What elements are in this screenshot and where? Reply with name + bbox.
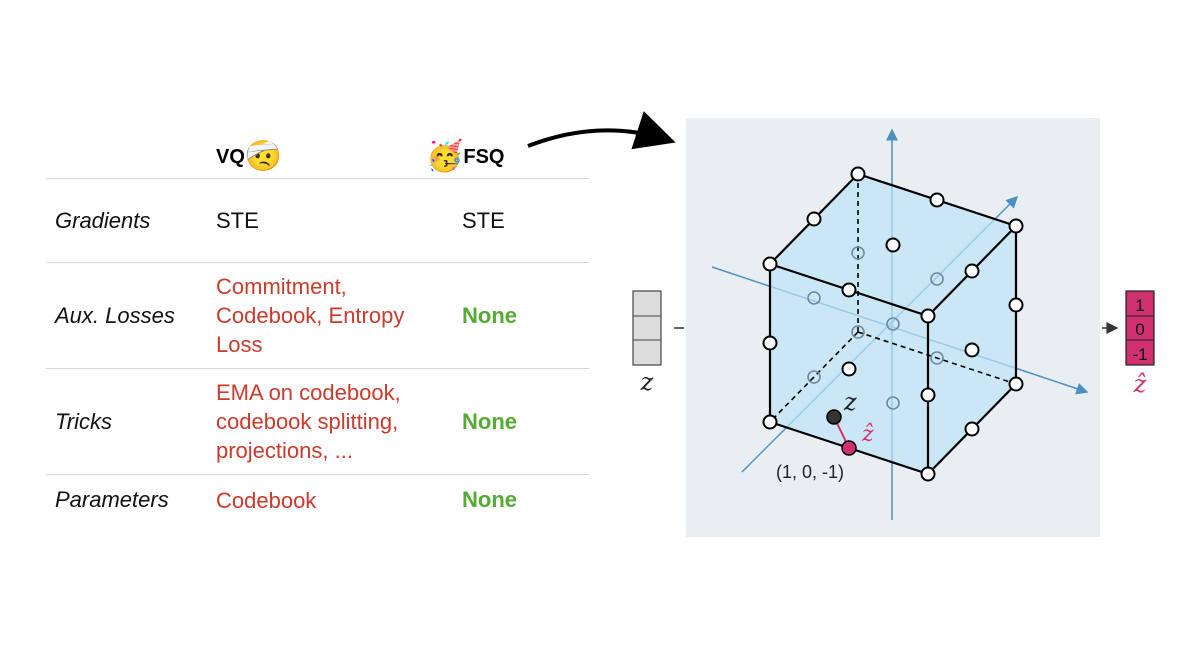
comparison-table: VQ 🤕 🥳 FSQ Gradients STE STE Aux. Losses… (46, 120, 589, 525)
curved-arrow-icon (527, 111, 676, 150)
input-vector-label: z (640, 368, 654, 396)
vq-header: VQ 🤕 (216, 142, 282, 172)
row-label: Gradients (55, 207, 151, 233)
vq-cell: Commitment, Codebook, Entropy Loss (216, 274, 405, 357)
output-vector-label: ẑ (1133, 370, 1147, 398)
z-point (826, 409, 842, 425)
head-bandage-emoji-icon: 🤕 (244, 139, 283, 174)
row-label: Parameters (55, 487, 169, 512)
party-face-emoji-icon: 🥳 (426, 139, 464, 174)
output-value-middle: 0 (1135, 320, 1144, 339)
table-row-gradients: Gradients STE STE (46, 179, 589, 263)
table-header: VQ 🤕 🥳 FSQ (46, 120, 589, 179)
table-row-aux-losses: Aux. Losses Commitment, Codebook, Entrop… (46, 263, 589, 369)
output-value-bottom: -1 (1132, 345, 1147, 364)
output-vector: 1 0 -1 (1125, 290, 1155, 366)
z-hat-point (841, 440, 857, 456)
fsq-cell: None (462, 302, 517, 328)
vq-cell: STE (216, 208, 259, 233)
z-hat-point-label: ẑ (861, 422, 874, 447)
table-row-parameters: Parameters Codebook None (46, 475, 589, 525)
fsq-header-label: FSQ (463, 145, 505, 168)
input-vector (632, 290, 662, 366)
table-row-tricks: Tricks EMA on codebook, codebook splitti… (46, 369, 589, 475)
vq-cell: EMA on codebook, codebook splitting, pro… (216, 380, 401, 463)
fsq-header: 🥳 FSQ (426, 142, 504, 172)
output-value-top: 1 (1135, 296, 1144, 315)
fsq-cell: None (462, 408, 517, 434)
hidden-edges (769, 174, 1017, 423)
row-label: Aux. Losses (55, 302, 175, 328)
vq-cell: Codebook (216, 487, 317, 513)
interior-lattice-points (807, 246, 944, 410)
vq-header-label: VQ (216, 145, 245, 168)
z-point-label: z (843, 388, 857, 416)
row-label: Tricks (55, 408, 113, 434)
surface-lattice-points (762, 166, 1024, 482)
fsq-cell: STE (462, 207, 505, 233)
fsq-cell: None (462, 487, 517, 512)
point-coordinate: (1, 0, -1) (776, 462, 844, 482)
